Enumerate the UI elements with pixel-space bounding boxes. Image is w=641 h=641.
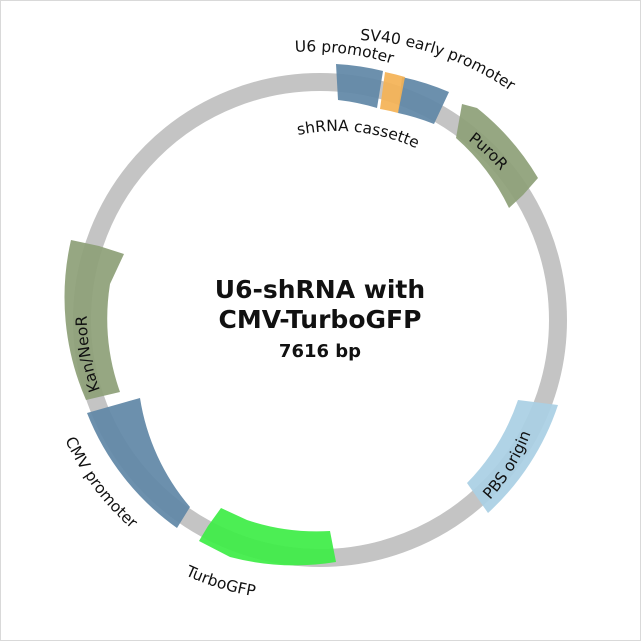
- pbs-origin-feature[interactable]: [467, 400, 558, 513]
- puror-feature[interactable]: [456, 104, 538, 208]
- cmv-promoter-feature[interactable]: [87, 398, 190, 528]
- shrna-cassette-label: shRNA cassette: [295, 117, 422, 152]
- kanneo-feature[interactable]: [64, 240, 124, 400]
- sv40-early-promoter-feature[interactable]: [398, 77, 449, 124]
- plasmid-size: 7616 bp: [279, 341, 361, 362]
- u6-promoter-feature[interactable]: [336, 64, 383, 108]
- plasmid-title-line-1: U6-shRNA with: [215, 275, 425, 304]
- turbogfp-label: TurboGFP: [182, 562, 257, 600]
- shrna-cassette-feature[interactable]: [380, 72, 405, 113]
- plasmid-title-line-2: CMV-TurboGFP: [219, 305, 422, 334]
- turbogfp-feature[interactable]: [199, 508, 336, 566]
